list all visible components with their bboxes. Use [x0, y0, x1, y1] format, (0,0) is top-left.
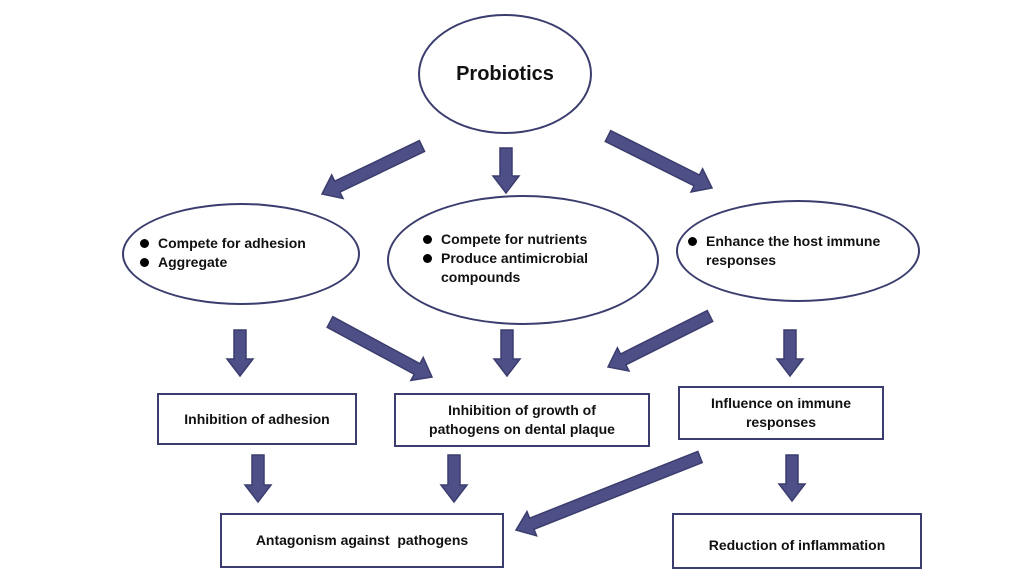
- mechanism-center-bullet: Produce antimicrobial compounds: [423, 249, 623, 287]
- effect-immune-box: Influence on immune responses: [678, 386, 884, 440]
- mechanism-left-bullet: Compete for adhesion: [140, 234, 306, 253]
- bullet-icon: [423, 235, 432, 244]
- arrow-immune-to-antagonism-icon: [514, 450, 704, 537]
- arrow-left-to-growth-icon: [326, 315, 434, 382]
- probiotics-label: Probiotics: [456, 62, 554, 85]
- bullet-icon: [140, 258, 149, 267]
- arrow-probiotics-to-right-icon: [604, 129, 714, 194]
- arrow-center-to-growth-icon: [492, 329, 522, 378]
- arrow-immune-to-inflammation-icon: [777, 454, 807, 503]
- bullet-icon: [688, 237, 697, 246]
- mechanism-left-bullet: Aggregate: [140, 253, 306, 272]
- probiotics-node: Probiotics: [418, 14, 592, 134]
- mechanism-left-node: Compete for adhesion Aggregate: [122, 203, 360, 305]
- mechanism-center-node: Compete for nutrients Produce antimicrob…: [387, 195, 659, 325]
- arrow-probiotics-to-left-icon: [320, 139, 426, 200]
- arrow-left-to-adhesion-icon: [225, 329, 255, 378]
- effect-growth-label: Inhibition of growth of pathogens on den…: [429, 402, 615, 437]
- bullet-icon: [140, 239, 149, 248]
- mechanism-center-bullet: Compete for nutrients: [423, 230, 623, 249]
- effect-adhesion-box: Inhibition of adhesion: [157, 393, 357, 445]
- outcome-antagonism-label: Antagonism against pathogens: [255, 532, 469, 548]
- outcome-inflammation-label: Reduction of inflammation: [708, 536, 886, 553]
- outcome-antagonism-box: Antagonism against pathogens: [220, 513, 504, 568]
- mechanism-right-bullet: Enhance the host immune responses: [688, 232, 898, 270]
- arrow-right-to-growth-icon: [606, 309, 714, 373]
- effect-immune-label: Influence on immune responses: [710, 395, 851, 430]
- mechanism-right-node: Enhance the host immune responses: [676, 200, 920, 302]
- outcome-inflammation-box: Reduction of inflammation: [672, 513, 922, 569]
- effect-adhesion-label: Inhibition of adhesion: [184, 410, 330, 427]
- effect-growth-box: Inhibition of growth of pathogens on den…: [394, 393, 650, 447]
- bullet-icon: [423, 254, 432, 263]
- arrow-growth-to-antagonism-icon: [439, 454, 469, 504]
- arrow-right-to-immune-icon: [775, 329, 805, 378]
- arrow-adhesion-to-antagonism-icon: [243, 454, 273, 504]
- arrow-probiotics-to-center-icon: [491, 147, 521, 195]
